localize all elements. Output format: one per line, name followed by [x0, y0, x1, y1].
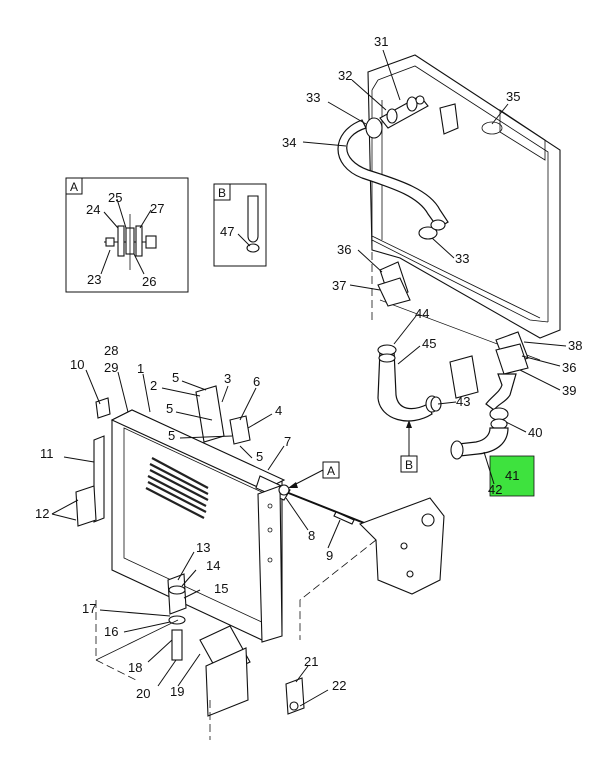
callout-23: 23	[87, 272, 101, 287]
clamp-40	[489, 407, 509, 421]
callout-41: 41	[505, 468, 519, 483]
callout-10: 10	[70, 357, 84, 372]
leader-lines	[51, 49, 567, 707]
callout-31: 31	[374, 34, 388, 49]
view-ref-b-letter: B	[405, 458, 413, 472]
detail-b-letter: B	[218, 186, 226, 200]
callout-20: 20	[136, 686, 150, 701]
callout-36-b: 36	[562, 360, 576, 375]
detail-box-b	[213, 183, 267, 267]
brackets-36-37	[377, 261, 529, 375]
callout-36: 36	[337, 242, 351, 257]
bracket-43	[449, 355, 479, 399]
callout-16: 16	[104, 624, 118, 639]
callout-7: 7	[284, 434, 291, 449]
callout-19: 19	[170, 684, 184, 699]
callout-47: 47	[220, 224, 234, 239]
callout-1: 1	[137, 361, 144, 376]
callout-44: 44	[415, 306, 429, 321]
callout-14: 14	[206, 558, 220, 573]
radiator-assembly	[75, 385, 305, 740]
callout-45: 45	[422, 336, 436, 351]
callout-25: 25	[108, 190, 122, 205]
callout-2: 2	[150, 378, 157, 393]
callout-5-d: 5	[256, 449, 263, 464]
outlet-42	[457, 427, 509, 457]
callout-4: 4	[275, 403, 282, 418]
callout-15: 15	[214, 581, 228, 596]
radiator-grille	[145, 457, 209, 519]
callout-42: 42	[488, 482, 502, 497]
callout-43: 43	[456, 394, 470, 409]
callout-21: 21	[304, 654, 318, 669]
callout-5: 5	[172, 370, 179, 385]
callout-11: 11	[40, 446, 54, 461]
callout-39: 39	[562, 383, 576, 398]
callout-8: 8	[308, 528, 315, 543]
callout-35: 35	[506, 89, 520, 104]
radiator-frame-upper	[367, 54, 561, 361]
callout-12: 12	[35, 506, 49, 521]
callout-5-b: 5	[166, 401, 173, 416]
callout-28: 28	[104, 343, 118, 358]
callout-6: 6	[253, 374, 260, 389]
callout-27: 27	[150, 201, 164, 216]
callout-33-b: 33	[455, 251, 469, 266]
callout-29: 29	[104, 360, 118, 375]
callout-3: 3	[224, 371, 231, 386]
hose-39	[485, 373, 517, 411]
view-ref-a-letter: A	[327, 464, 335, 478]
callout-37: 37	[332, 278, 346, 293]
tie-rod	[278, 484, 445, 640]
detail-box-a	[65, 177, 189, 293]
callout-34: 34	[282, 135, 296, 150]
callout-26: 26	[142, 274, 156, 289]
callout-24: 24	[86, 202, 100, 217]
highlight-box-41	[489, 455, 535, 497]
callout-9: 9	[326, 548, 333, 563]
callout-40: 40	[528, 425, 542, 440]
callout-18: 18	[128, 660, 142, 675]
callout-33: 33	[306, 90, 320, 105]
callout-38: 38	[568, 338, 582, 353]
callout-13: 13	[196, 540, 210, 555]
callout-labels: 31 32 33 34 35 33 36 37 44 45 43 38 36 3…	[35, 34, 582, 701]
clamp-33-lower	[418, 226, 438, 240]
detail-a-letter: A	[70, 180, 78, 194]
callout-5-c: 5	[168, 428, 175, 443]
callout-32: 32	[338, 68, 352, 83]
callout-17: 17	[82, 601, 96, 616]
callout-22: 22	[332, 678, 346, 693]
